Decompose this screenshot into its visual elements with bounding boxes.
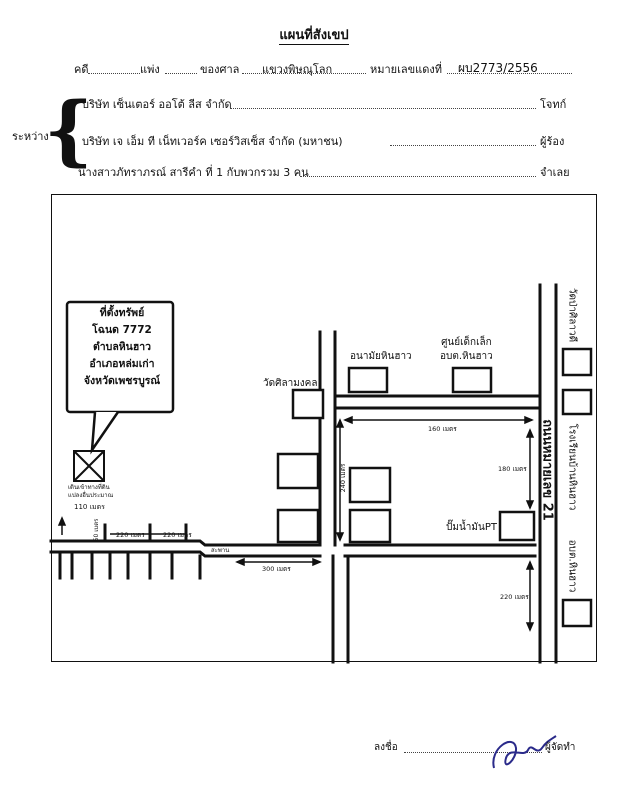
school-building: [561, 388, 593, 416]
signature-scribble: [492, 735, 557, 769]
road-main-top-edge: [49, 539, 322, 547]
label-school: โรงเรียนบ้านหินฮาว: [566, 423, 578, 511]
plaintiff-name: บริษัท เซ็นเตอร์ ออโต้ ลีส จำกัด: [82, 98, 232, 111]
distance-180: 180 เมตร: [498, 465, 527, 473]
label-health: อนามัยหินฮาว: [350, 351, 412, 362]
brace: {: [44, 85, 93, 174]
distance-160: 160 เมตร: [428, 425, 457, 433]
distance-220-b: 220 เมตร: [163, 531, 192, 539]
case-number: ผบ2773/2556: [458, 61, 538, 75]
court-label: ของศาล: [200, 63, 240, 76]
distance-240: 240 เมตร: [339, 463, 347, 493]
label-gas-station: ปั๊มน้ำมันPT: [446, 522, 497, 533]
block-right-2: [348, 508, 392, 544]
property-callout-text: ที่ตั้งทรัพย์ โฉนด 7772 ตำบลหินฮาว อำเภอ…: [83, 307, 161, 387]
property-marker: [73, 450, 105, 482]
site-note: เดินเข้าทางที่ดิน แปลงอื่นประมาณ: [68, 484, 114, 499]
signature-label: ลงชื่อ: [374, 742, 398, 753]
label-obt-right: อบต.หินฮาว: [566, 539, 578, 593]
obt-right-building: [561, 598, 593, 628]
label-wat-right: วัดป่าศิลาวดี: [566, 287, 578, 343]
map-frame: [51, 194, 597, 662]
between-label: ระหว่าง: [12, 130, 49, 143]
block-left-2: [276, 508, 320, 544]
distance-220-a: 220 เมตร: [116, 531, 145, 539]
health-building: [347, 366, 389, 394]
case-number-label: หมายเลขแดงที่: [370, 63, 442, 76]
plaintiff-role: โจทก์: [540, 98, 567, 111]
block-right-1: [348, 466, 392, 504]
road-main-bottom-edge: [49, 550, 322, 558]
label-wat: วัดศิลามงคล: [263, 378, 318, 389]
site-note-distance: 110 เมตร: [74, 503, 105, 511]
petitioner-name: บริษัท เจ เอ็ม ที เน็ทเวอร์ค เซอร์วิสเซ็…: [82, 135, 343, 148]
property-callout: [65, 300, 175, 455]
gas-station-building: [498, 510, 536, 542]
distance-300: 300 เมตร: [262, 565, 291, 573]
signature-role: ผู้จัดทำ: [545, 742, 576, 753]
case-type: แพ่ง: [140, 63, 160, 76]
label-childcare: ศูนย์เด็กเล็ก อบต.หินฮาว: [440, 337, 493, 362]
distance-arrows: [57, 415, 535, 632]
distance-220-right: 220 เมตร: [500, 593, 529, 601]
court-name: แขวงพิษณุโลก: [262, 63, 333, 76]
wat-building: [291, 388, 325, 420]
childcare-building: [451, 366, 493, 394]
petitioner-role: ผู้ร้อง: [540, 135, 565, 148]
defendant-role: จำเลย: [540, 166, 570, 179]
label-highway: ถนนหมายเลข 21: [539, 419, 555, 521]
defendant-name: นางสาวภัทราภรณ์ สารีคำ ที่ 1 กับพวกรวม 3…: [78, 166, 309, 179]
page-title: แผนที่สังเขป: [279, 28, 349, 45]
label-bridge: สะพาน: [211, 547, 230, 554]
block-left-1: [276, 452, 320, 490]
distance-50: 50 เมตร: [93, 518, 100, 542]
case-label: คดี: [74, 63, 89, 76]
wat-right-building: [561, 347, 593, 377]
